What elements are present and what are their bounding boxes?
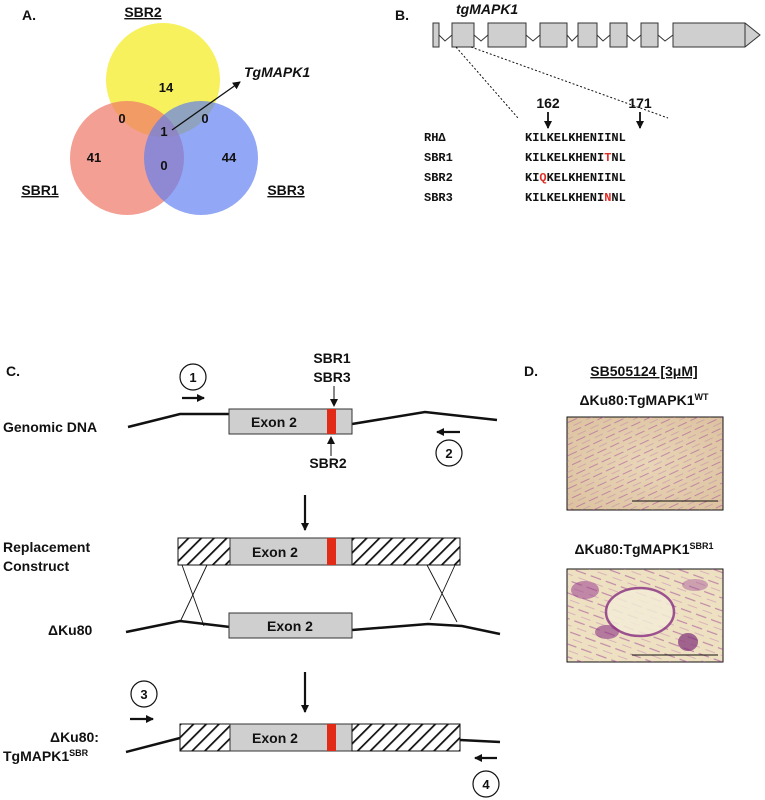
row-label-genomic-dna: Genomic DNA [3,419,97,435]
venn-count-sbr2-only: 14 [159,80,174,95]
panel-c-label: C. [6,363,20,379]
seq-sbr1: KILKELKHENITNL [525,151,626,165]
crossover-lines [179,564,458,627]
panel-c-construct-diagram: C. Genomic DNA Exon 2 SBR1 SBR3 SBR2 1 2… [3,350,501,798]
panel-d-microscopy: D. SB505124 [3μM] ΔKu80:TgMAPK1WT ΔKu80:… [524,363,724,663]
panel-a-venn: A. SBR2 SBR1 SBR3 14 41 44 0 0 0 1 TgMAP… [21,4,310,215]
primer-1-label: 1 [189,370,196,385]
seq-sbr2: KIQKELKHENIINL [525,171,626,185]
row-label-final-1: ΔKu80: [50,729,99,745]
mutation-site-final [327,724,336,751]
position-171: 171 [628,95,652,111]
exon2-ku80 [228,612,353,639]
micrograph-sbr1 [566,568,724,663]
mutation-label-sbr1: SBR1 [313,350,351,366]
venn-gene-label: TgMAPK1 [244,64,310,80]
venn-count-sbr1-sbr3: 0 [160,158,167,173]
primer-3-circle [130,680,158,708]
exon-model [432,22,761,48]
final-arm-left [179,723,231,752]
image1-label: ΔKu80:TgMAPK1WT [579,392,709,408]
final-arm-right [351,723,461,752]
panel-b-gene-structure: B. tgMAPK1 162 171 RHΔ [395,1,761,205]
venn-count-sbr1-sbr2: 0 [118,111,125,126]
row-label-replacement-1: Replacement [3,539,90,555]
seq-sbr3: KILKELKHENINNL [525,191,626,205]
venn-label-sbr3: SBR3 [267,182,305,198]
panel-b-label: B. [395,7,409,23]
exon2-label-final: Exon 2 [252,730,298,746]
exon2-label-genomic: Exon 2 [251,414,297,430]
primer-1-circle [179,363,207,391]
panel-a-label: A. [22,7,36,23]
venn-count-sbr3-only: 44 [222,150,237,165]
row-label-ku80: ΔKu80 [48,622,93,638]
seq-name-rh: RHΔ [424,131,446,145]
venn-label-sbr2: SBR2 [124,4,162,20]
seq-rh: KILKELKHENIINL [525,131,626,145]
position-162: 162 [536,95,560,111]
mutation-label-sbr3: SBR3 [313,369,351,385]
primer-2-label: 2 [445,446,452,461]
panel-d-label: D. [524,363,538,379]
replacement-construct-row: Replacement Construct Exon 2 [3,537,461,574]
seq-name-sbr2: SBR2 [424,171,453,185]
venn-label-sbr1: SBR1 [21,182,59,198]
genomic-dna-row: Genomic DNA Exon 2 SBR1 SBR3 SBR2 1 2 [3,350,498,471]
treatment-label: SB505124 [3μM] [590,363,697,379]
exon2-label-ku80: Exon 2 [267,618,313,634]
homology-arm-right [351,537,461,566]
homology-arm-left [177,537,231,566]
ku80-row: ΔKu80 Exon 2 [48,612,501,639]
zoom-line-left [455,46,519,119]
row-label-final-2: TgMAPK1SBR [3,748,89,764]
final-strain-row: ΔKu80: TgMAPK1SBR Exon 2 3 4 [3,680,501,798]
zoom-line-right [470,46,669,119]
row-label-replacement-2: Construct [3,558,69,574]
mutation-site-genomic [327,409,336,434]
venn-count-all: 1 [160,124,167,139]
seq-name-sbr1: SBR1 [424,151,453,165]
primer-4-circle [472,770,500,798]
alignment: RHΔ KILKELKHENIINL SBR1 KILKELKHENITNL S… [424,131,626,205]
exon2-label-construct: Exon 2 [252,544,298,560]
gene-pointer-arrow [171,81,241,131]
gene-name: tgMAPK1 [456,1,518,17]
venn-count-sbr1-only: 41 [87,150,101,165]
mutation-label-sbr2: SBR2 [309,455,347,471]
image2-label: ΔKu80:TgMAPK1SBR1 [574,541,713,557]
primer-2-circle [435,439,463,467]
seq-name-sbr3: SBR3 [424,191,453,205]
micrograph-wt [566,416,724,511]
primer-3-label: 3 [140,687,147,702]
venn-count-sbr2-sbr3: 0 [201,111,208,126]
mutation-site-construct [327,538,336,565]
primer-4-label: 4 [482,777,490,792]
